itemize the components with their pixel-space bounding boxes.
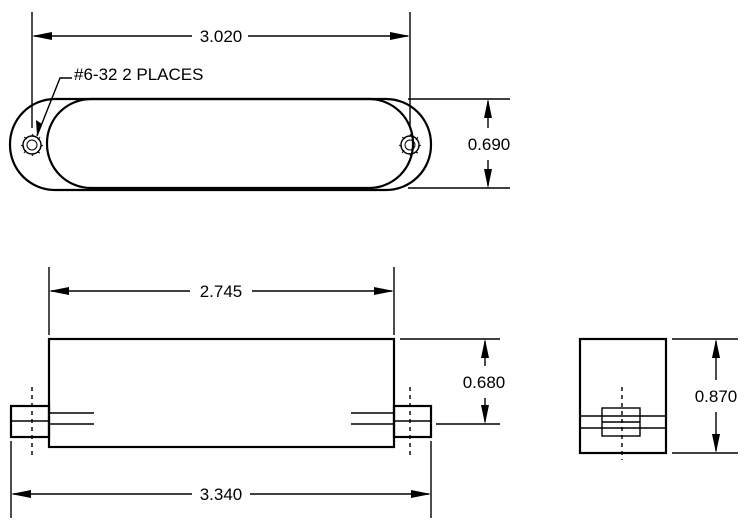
hole-callout-note: #6-32 2 PLACES bbox=[74, 65, 203, 84]
dim-top-height: 0.690 bbox=[468, 135, 511, 154]
side-view-outline bbox=[578, 337, 668, 455]
front-view-cover-body bbox=[47, 337, 396, 449]
top-view-flange-outline bbox=[8, 97, 433, 192]
top-view-cover-outline bbox=[45, 97, 415, 190]
top-view: 3.020 #6-32 2 PLACES 0.690 bbox=[8, 12, 511, 192]
dim-side-height: 0.870 bbox=[695, 387, 738, 406]
left-mounting-hole-icon bbox=[20, 133, 44, 157]
dim-front-height: 0.680 bbox=[463, 373, 506, 392]
dim-front-inner-width: 2.745 bbox=[200, 282, 243, 301]
right-mounting-hole-icon bbox=[398, 133, 422, 157]
side-view: 0.870 bbox=[578, 337, 738, 460]
dim-top-width: 3.020 bbox=[200, 27, 243, 46]
front-view: 2.745 0.680 3.340 bbox=[9, 267, 506, 518]
dim-front-overall-width: 3.340 bbox=[200, 485, 243, 504]
